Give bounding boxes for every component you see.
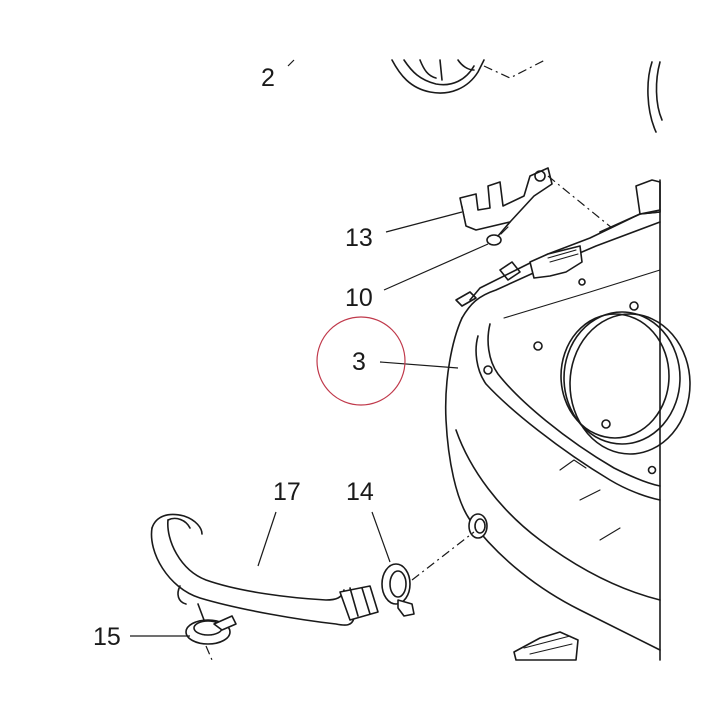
callout-2: 2 bbox=[261, 64, 275, 92]
callout-13: 13 bbox=[345, 224, 373, 252]
leader-part-14 bbox=[371, 511, 391, 563]
callout-10: 10 bbox=[345, 284, 373, 312]
clamp-part-14 bbox=[381, 563, 415, 617]
leader-part-10 bbox=[383, 243, 489, 291]
leader-part-13 bbox=[385, 211, 463, 233]
callout-3: 3 bbox=[352, 348, 366, 376]
right-edge-fragment bbox=[647, 61, 663, 133]
leader-part-17 bbox=[257, 511, 277, 567]
leader-part-2 bbox=[287, 59, 295, 67]
bracket-part-13 bbox=[459, 167, 553, 231]
leader-part-3 bbox=[379, 361, 459, 369]
highlight-circle bbox=[316, 316, 406, 406]
leader-lines bbox=[130, 59, 489, 637]
callout-15: 15 bbox=[93, 623, 121, 651]
callout-14: 14 bbox=[346, 478, 374, 506]
hose-part-17 bbox=[150, 513, 379, 626]
top-component-fragment bbox=[391, 59, 546, 94]
fuel-tank-part-3 bbox=[444, 179, 691, 661]
callout-17: 17 bbox=[273, 478, 301, 506]
clamp-part-15 bbox=[185, 603, 237, 661]
screw-part-10 bbox=[486, 221, 511, 246]
